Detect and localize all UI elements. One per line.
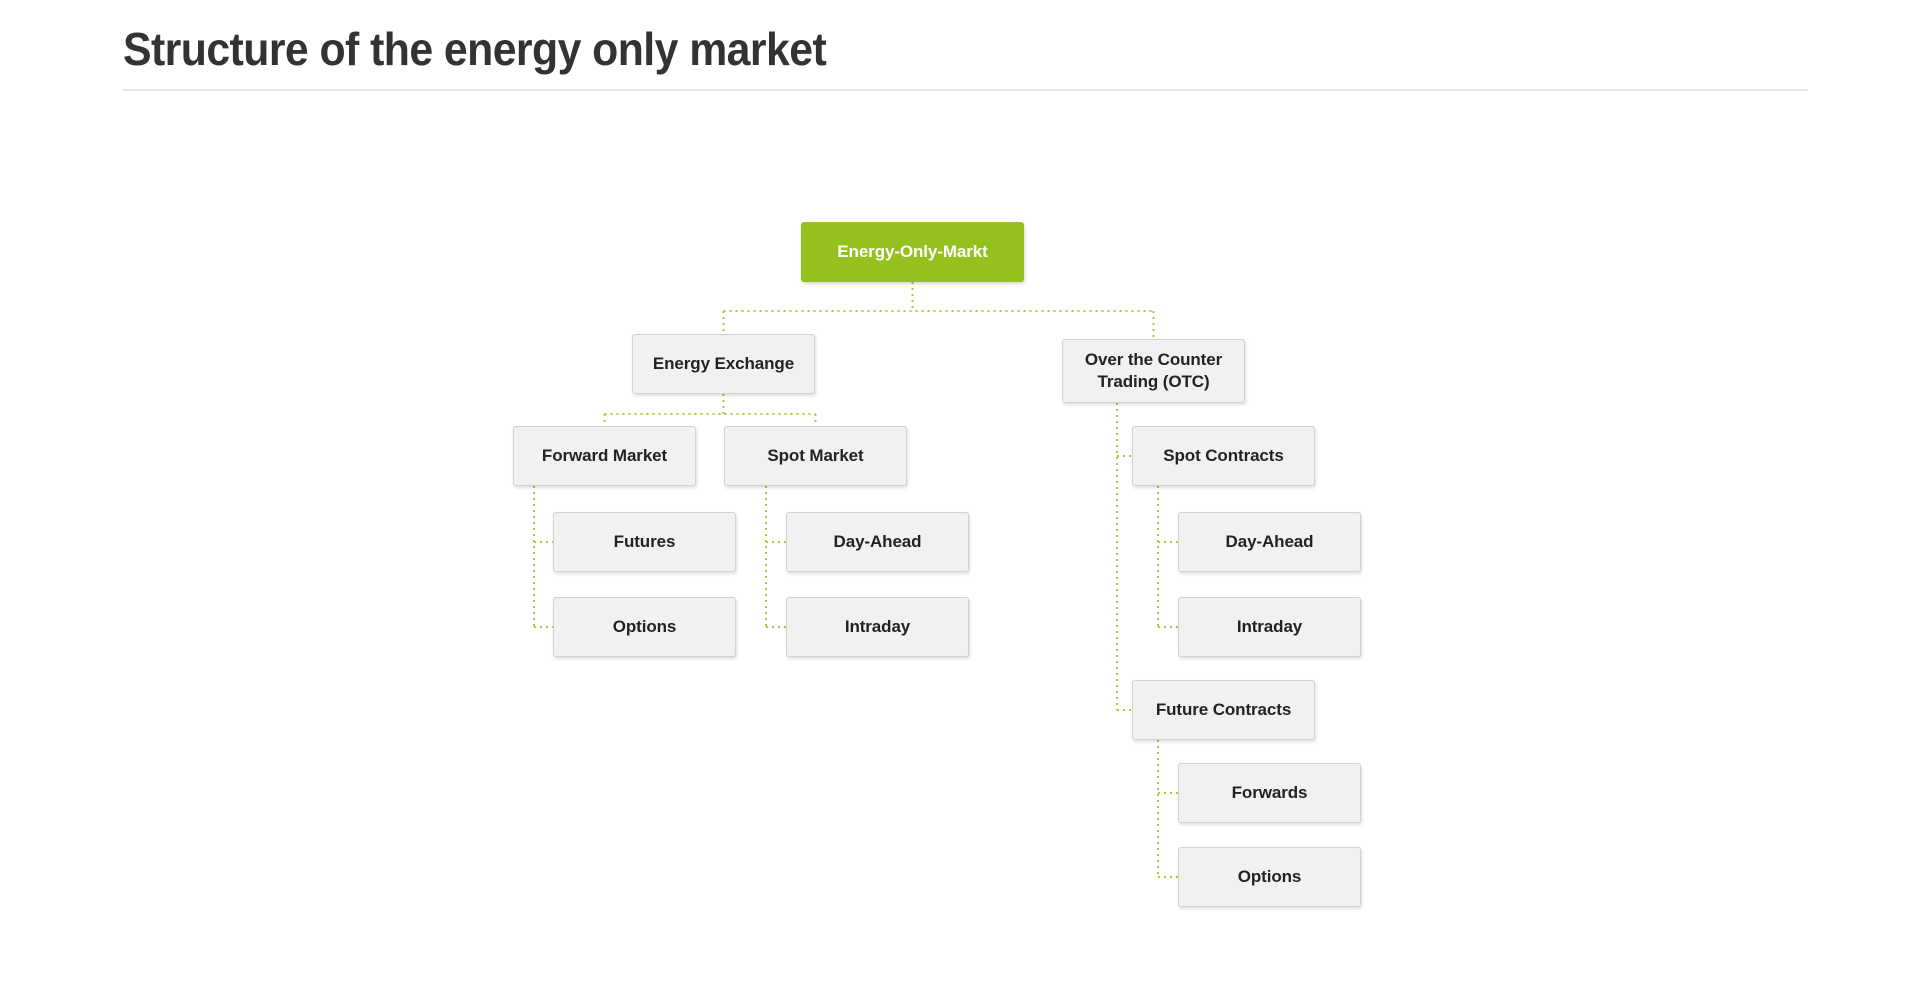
node-label: Options [612,617,677,636]
node-label: Forward Market [541,446,668,465]
node-spot-market[interactable]: Spot Market [724,426,907,486]
node-label: Futures [613,532,676,551]
node-label: Energy Exchange [652,354,795,373]
page-title: Structure of the energy only market [123,23,827,75]
node-label: Energy-Only-Markt [837,242,988,261]
node-label: Spot Market [767,446,864,465]
node-intraday-left[interactable]: Intraday [786,597,969,657]
node-label: Spot Contracts [1163,446,1284,465]
node-otc[interactable]: Over the Counter Trading (OTC) [1062,339,1245,403]
node-label: Future Contracts [1155,700,1292,719]
node-options-left[interactable]: Options [553,597,736,657]
title-block: Structure of the energy only market [123,20,1813,91]
node-root[interactable]: Energy-Only-Markt [801,222,1024,282]
node-forward-market[interactable]: Forward Market [513,426,696,486]
node-options-right[interactable]: Options [1178,847,1361,907]
node-intraday-right[interactable]: Intraday [1178,597,1361,657]
node-label: Over the Counter Trading (OTC) [1084,350,1223,391]
node-label: Day-Ahead [833,532,922,551]
node-futures[interactable]: Futures [553,512,736,572]
node-day-ahead-left[interactable]: Day-Ahead [786,512,969,572]
node-label: Forwards [1231,783,1308,802]
node-label: Options [1237,867,1302,886]
node-energy-exchange[interactable]: Energy Exchange [632,334,815,394]
node-label: Day-Ahead [1225,532,1314,551]
node-day-ahead-right[interactable]: Day-Ahead [1178,512,1361,572]
node-spot-contracts[interactable]: Spot Contracts [1132,426,1315,486]
node-forwards[interactable]: Forwards [1178,763,1361,823]
node-label: Intraday [844,617,911,636]
node-label: Intraday [1236,617,1303,636]
node-future-contracts[interactable]: Future Contracts [1132,680,1315,740]
title-divider [123,89,1808,91]
